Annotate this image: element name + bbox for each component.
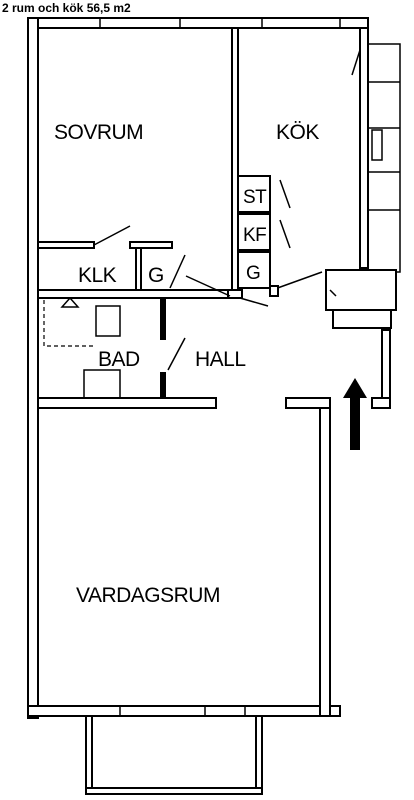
- interior-walls: [37, 27, 323, 409]
- label-kok: KÖK: [276, 121, 319, 144]
- label-vardagsrum: VARDAGSRUM: [76, 584, 220, 607]
- outer-walls: [27, 17, 369, 719]
- balcony: [85, 715, 263, 795]
- plan-title: 2 rum och kök 56,5 m2: [2, 1, 131, 15]
- label-bad: BAD: [98, 348, 140, 371]
- label-klk: KLK: [78, 264, 117, 287]
- label-g-closet: G: [148, 264, 164, 287]
- bathroom-fixtures: [43, 296, 121, 399]
- label-sovrum: SOVRUM: [54, 121, 143, 144]
- label-kf: KF: [243, 225, 266, 246]
- arrow-up-icon: [343, 378, 367, 450]
- entrance-walls: [285, 269, 397, 409]
- label-st: ST: [243, 187, 267, 208]
- label-g-kitchen: G: [246, 263, 260, 284]
- label-hall: HALL: [195, 348, 246, 371]
